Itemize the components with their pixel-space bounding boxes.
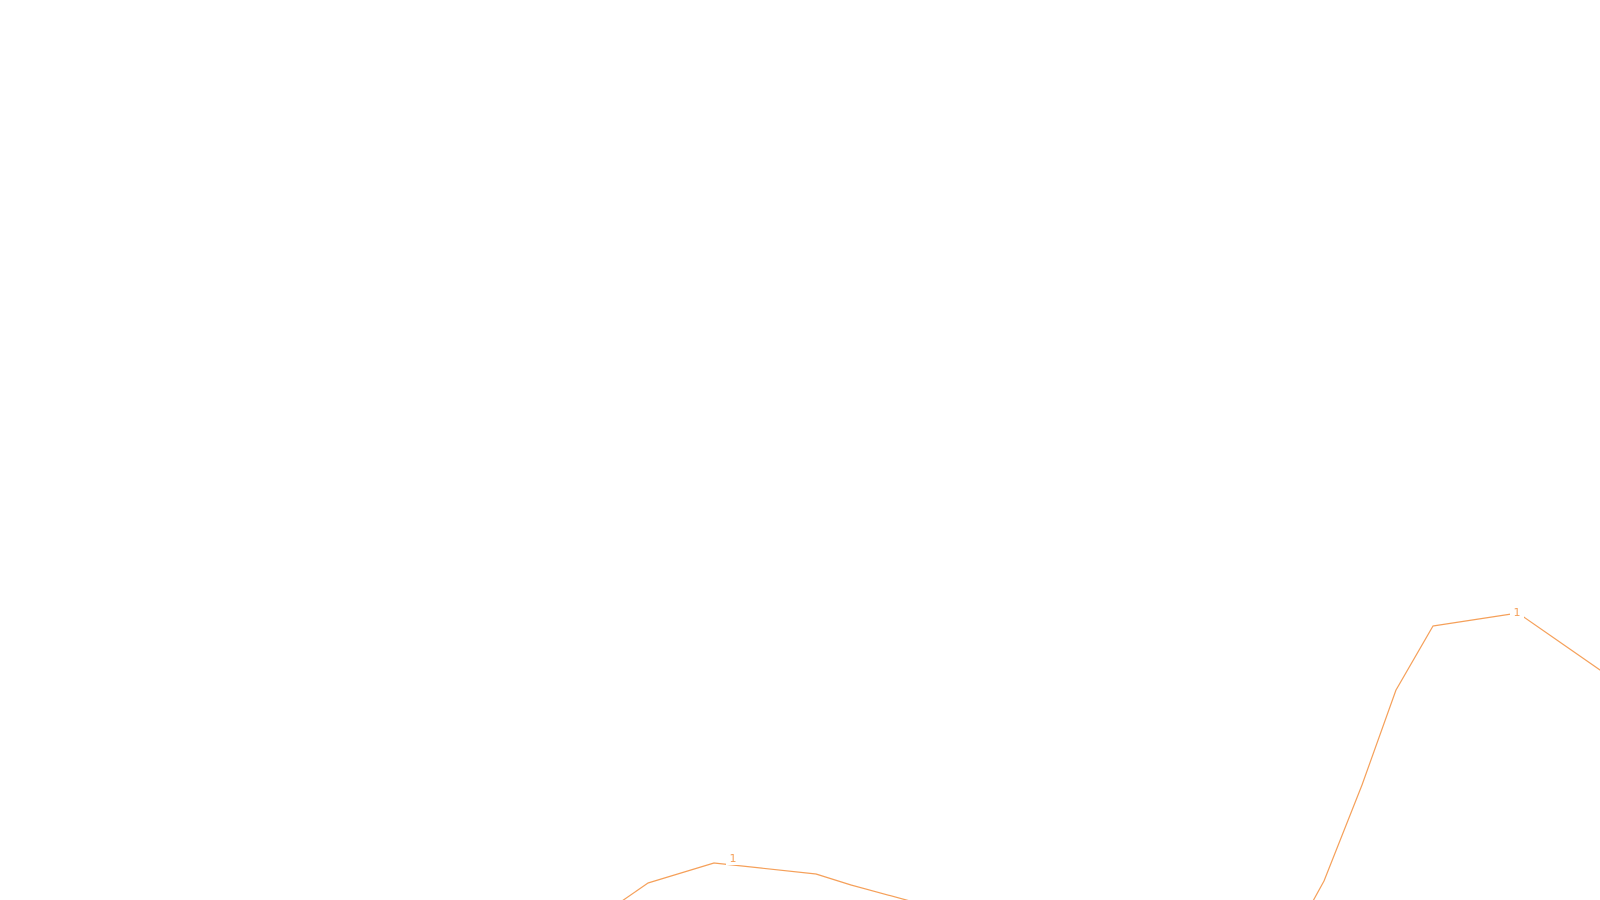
contour-left: 1: [622, 852, 909, 900]
contour-label-right: 1: [1514, 606, 1521, 619]
contour-label-left: 1: [730, 852, 737, 865]
contour-label-halo-left: [726, 852, 740, 865]
contour-right: 1: [1312, 606, 1600, 900]
contour-line-left: [622, 862, 909, 900]
contour-label-halo-right: [1510, 606, 1524, 619]
